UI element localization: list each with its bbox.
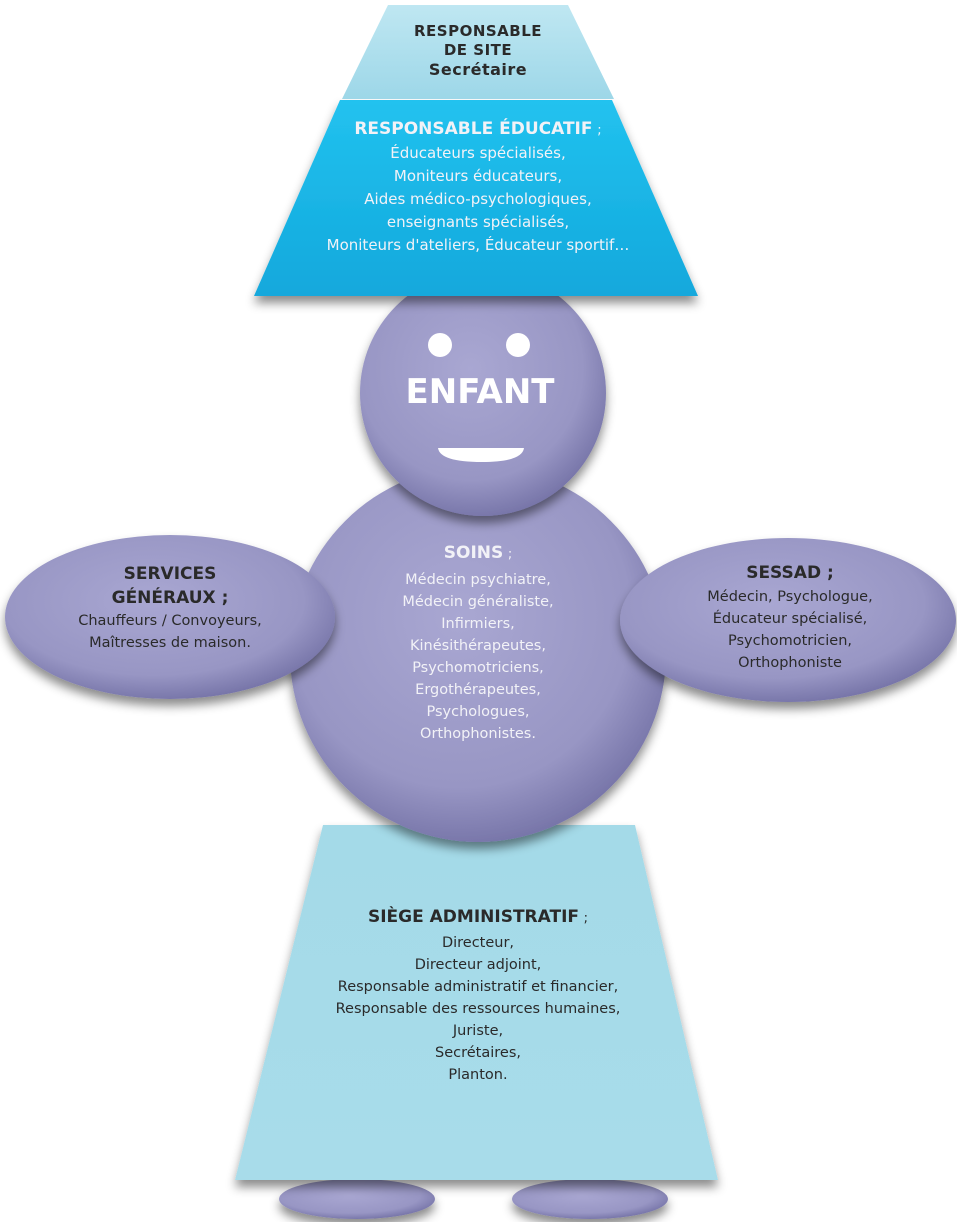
responsable-site-line3: Secrétaire — [428, 60, 528, 79]
soins-block: SOINS ; Médecin psychiatre, Médecin géné… — [358, 542, 598, 745]
siege-title-line: SIÈGE ADMINISTRATIF ; — [258, 906, 698, 930]
head-shape — [360, 270, 606, 516]
sessad-item: Médecin, Psychologue, — [707, 589, 873, 605]
soins-title: SOINS — [443, 543, 504, 563]
responsable-educatif-sep: ; — [597, 123, 602, 138]
sessad-item: Psychomotricien, — [727, 633, 853, 649]
soins-item: Orthophonistes. — [420, 726, 536, 742]
sessad-shape — [620, 538, 956, 702]
siege-shape — [235, 825, 718, 1180]
sessad-block: SESSAD ; Médecin, Psychologue, Éducateur… — [640, 560, 940, 674]
sessad-item: Éducateur spécialisé, — [712, 611, 868, 627]
responsable-educatif-title: RESPONSABLE ÉDUCATIF — [354, 119, 593, 139]
services-generaux-title1: SERVICES — [123, 564, 217, 584]
body-shape — [290, 466, 666, 842]
soins-title-line: SOINS ; — [358, 542, 598, 566]
siege-item: Directeur, — [441, 935, 515, 951]
sessad-item: Orthophoniste — [738, 655, 842, 671]
siege-block: SIÈGE ADMINISTRATIF ; Directeur, Directe… — [258, 906, 698, 1086]
right-eye — [506, 333, 530, 357]
left-eye — [428, 333, 452, 357]
educatif-item: Éducateurs spécialisés, — [390, 144, 566, 162]
responsable-site-block: RESPONSABLE DE SITE Secrétaire — [378, 22, 578, 79]
soins-item: Psychologues, — [426, 704, 530, 720]
services-generaux-block: SERVICES GÉNÉRAUX ; Chauffeurs / Convoye… — [20, 562, 320, 654]
educatif-item: Moniteurs d'ateliers, Éducateur sportif… — [326, 236, 630, 254]
siege-sep: ; — [583, 911, 589, 926]
left-foot — [279, 1179, 435, 1219]
smile — [438, 448, 524, 462]
responsable-site-shape — [342, 5, 614, 99]
responsable-educatif-block: RESPONSABLE ÉDUCATIF ; Éducateurs spécia… — [270, 118, 686, 257]
soins-item: Kinésithérapeutes, — [410, 638, 546, 654]
soins-item: Médecin psychiatre, — [405, 572, 551, 588]
soins-sep: ; — [507, 547, 513, 562]
siege-title: SIÈGE ADMINISTRATIF — [367, 907, 580, 927]
services-generaux-title2: GÉNÉRAUX ; — [111, 588, 229, 608]
soins-item: Médecin généraliste, — [402, 594, 554, 610]
soins-item: Infirmiers, — [441, 616, 515, 632]
services-item: Chauffeurs / Convoyeurs, — [78, 613, 262, 629]
responsable-educatif-shape — [254, 100, 698, 296]
responsable-educatif-title-line: RESPONSABLE ÉDUCATIF ; — [270, 118, 686, 142]
siege-item: Directeur adjoint, — [414, 957, 542, 973]
siege-item: Responsable des ressources humaines, — [335, 1001, 621, 1017]
enfant-label: ENFANT — [405, 372, 555, 412]
sessad-title: SESSAD ; — [746, 563, 834, 583]
soins-item: Psychomotriciens, — [412, 660, 544, 676]
responsable-site-line2: DE SITE — [443, 41, 513, 59]
responsable-site-line1: RESPONSABLE — [413, 22, 543, 40]
siege-item: Planton. — [448, 1067, 508, 1083]
services-item: Maîtresses de maison. — [89, 635, 251, 651]
right-foot — [512, 1179, 668, 1219]
siege-item: Secrétaires, — [435, 1045, 521, 1061]
educatif-item: Aides médico-psychologiques, — [364, 190, 592, 208]
educatif-item: Moniteurs éducateurs, — [393, 167, 563, 185]
siege-item: Juriste, — [452, 1023, 504, 1039]
siege-item: Responsable administratif et financier, — [337, 979, 619, 995]
services-generaux-shape — [5, 535, 335, 699]
soins-item: Ergothérapeutes, — [415, 682, 541, 698]
educatif-item: enseignants spécialisés, — [386, 213, 570, 231]
